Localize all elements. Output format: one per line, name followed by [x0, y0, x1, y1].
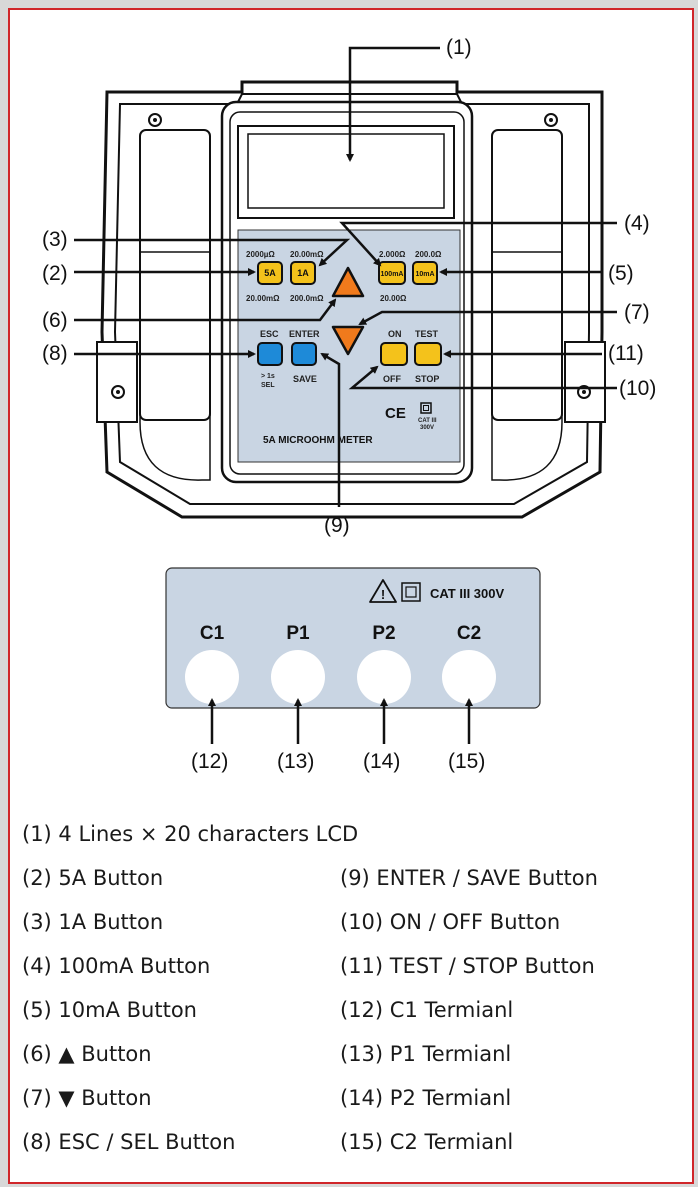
callout-13: (13)	[277, 750, 314, 773]
range-10ma-top: 200.0Ω	[415, 250, 442, 259]
terminal-label-c1: C1	[200, 623, 225, 644]
callout-7: (7)	[624, 301, 650, 324]
range-1a-top: 20.00mΩ	[290, 250, 324, 259]
test-stop-button[interactable]	[414, 342, 442, 366]
callout-lines	[74, 46, 617, 507]
enter-label: ENTER	[289, 329, 320, 339]
callout-11: (11)	[608, 342, 644, 365]
range-100ma-bottom: 20.00Ω	[380, 294, 407, 303]
cat-label: CAT III	[418, 418, 437, 424]
double-insulation-icon	[420, 402, 432, 414]
cat-rating: CAT III 300V	[430, 586, 505, 601]
callout-2: (2)	[42, 262, 68, 285]
up-button[interactable]	[331, 266, 365, 298]
test-label: TEST	[415, 329, 439, 339]
terminal-c2[interactable]	[442, 650, 496, 704]
callout-15: (15)	[448, 750, 485, 773]
sel-label: SEL	[261, 382, 275, 389]
callout-12: (12)	[191, 750, 228, 773]
terminal-label-c2: C2	[457, 623, 481, 644]
manual-page: 2000µΩ 20.00mΩ 20.00mΩ 200.0mΩ 2.000Ω 20…	[8, 8, 694, 1184]
terminal-panel: ! CAT III 300V C1 P1 P2 C2	[165, 567, 541, 709]
esc-label: ESC	[260, 329, 279, 339]
terminal-p2[interactable]	[357, 650, 411, 704]
stop-label: STOP	[415, 374, 439, 384]
svg-text:1A: 1A	[297, 268, 309, 278]
svg-text:!: !	[381, 587, 385, 602]
sel-hold-label: > 1s	[261, 373, 275, 380]
on-label: ON	[388, 329, 402, 339]
callout-6: (6)	[42, 309, 68, 332]
esc-button[interactable]	[257, 342, 283, 366]
terminal-label-p2: P2	[372, 623, 395, 644]
callout-1: (1)	[446, 36, 472, 59]
down-triangle-icon	[331, 325, 365, 356]
callout-14: (14)	[363, 750, 400, 773]
up-triangle-icon	[331, 266, 365, 298]
left-grip	[139, 129, 211, 421]
warning-icon: !	[369, 579, 397, 603]
save-label: SAVE	[293, 374, 317, 384]
terminal-callout-lines	[208, 698, 473, 744]
on-off-button[interactable]	[380, 342, 408, 366]
meter-name: 5A MICROOHM METER	[263, 435, 373, 446]
range-5a-top: 2000µΩ	[246, 250, 275, 259]
callout-10: (10)	[619, 377, 656, 400]
range-1a-bottom: 200.0mΩ	[290, 294, 324, 303]
callout-4: (4)	[624, 212, 650, 235]
svg-text:100mA: 100mA	[381, 271, 404, 278]
ce-mark: CE	[385, 405, 406, 422]
button-1a[interactable]: 1A	[290, 261, 316, 285]
right-grip	[491, 129, 563, 421]
svg-text:10mA: 10mA	[415, 271, 434, 278]
terminal-label-p1: P1	[286, 623, 310, 644]
enter-button[interactable]	[291, 342, 317, 366]
button-5a[interactable]: 5A	[257, 261, 283, 285]
range-5a-bottom: 20.00mΩ	[246, 294, 280, 303]
terminal-c1[interactable]	[185, 650, 239, 704]
off-label: OFF	[383, 374, 401, 384]
svg-text:5A: 5A	[264, 268, 276, 278]
button-10ma[interactable]: 10mA	[412, 261, 438, 285]
callout-3: (3)	[42, 228, 68, 251]
down-button[interactable]	[331, 325, 365, 356]
meter-diagram: 2000µΩ 20.00mΩ 20.00mΩ 200.0mΩ 2.000Ω 20…	[42, 36, 656, 773]
callout-9: (9)	[324, 514, 350, 537]
range-100ma-top: 2.000Ω	[379, 250, 406, 259]
terminal-p1[interactable]	[271, 650, 325, 704]
callout-8: (8)	[42, 342, 68, 365]
button-100ma[interactable]: 100mA	[378, 261, 406, 285]
double-insulation-icon	[401, 582, 421, 602]
callout-5: (5)	[608, 262, 634, 285]
cat-voltage-label: 300V	[420, 425, 434, 431]
